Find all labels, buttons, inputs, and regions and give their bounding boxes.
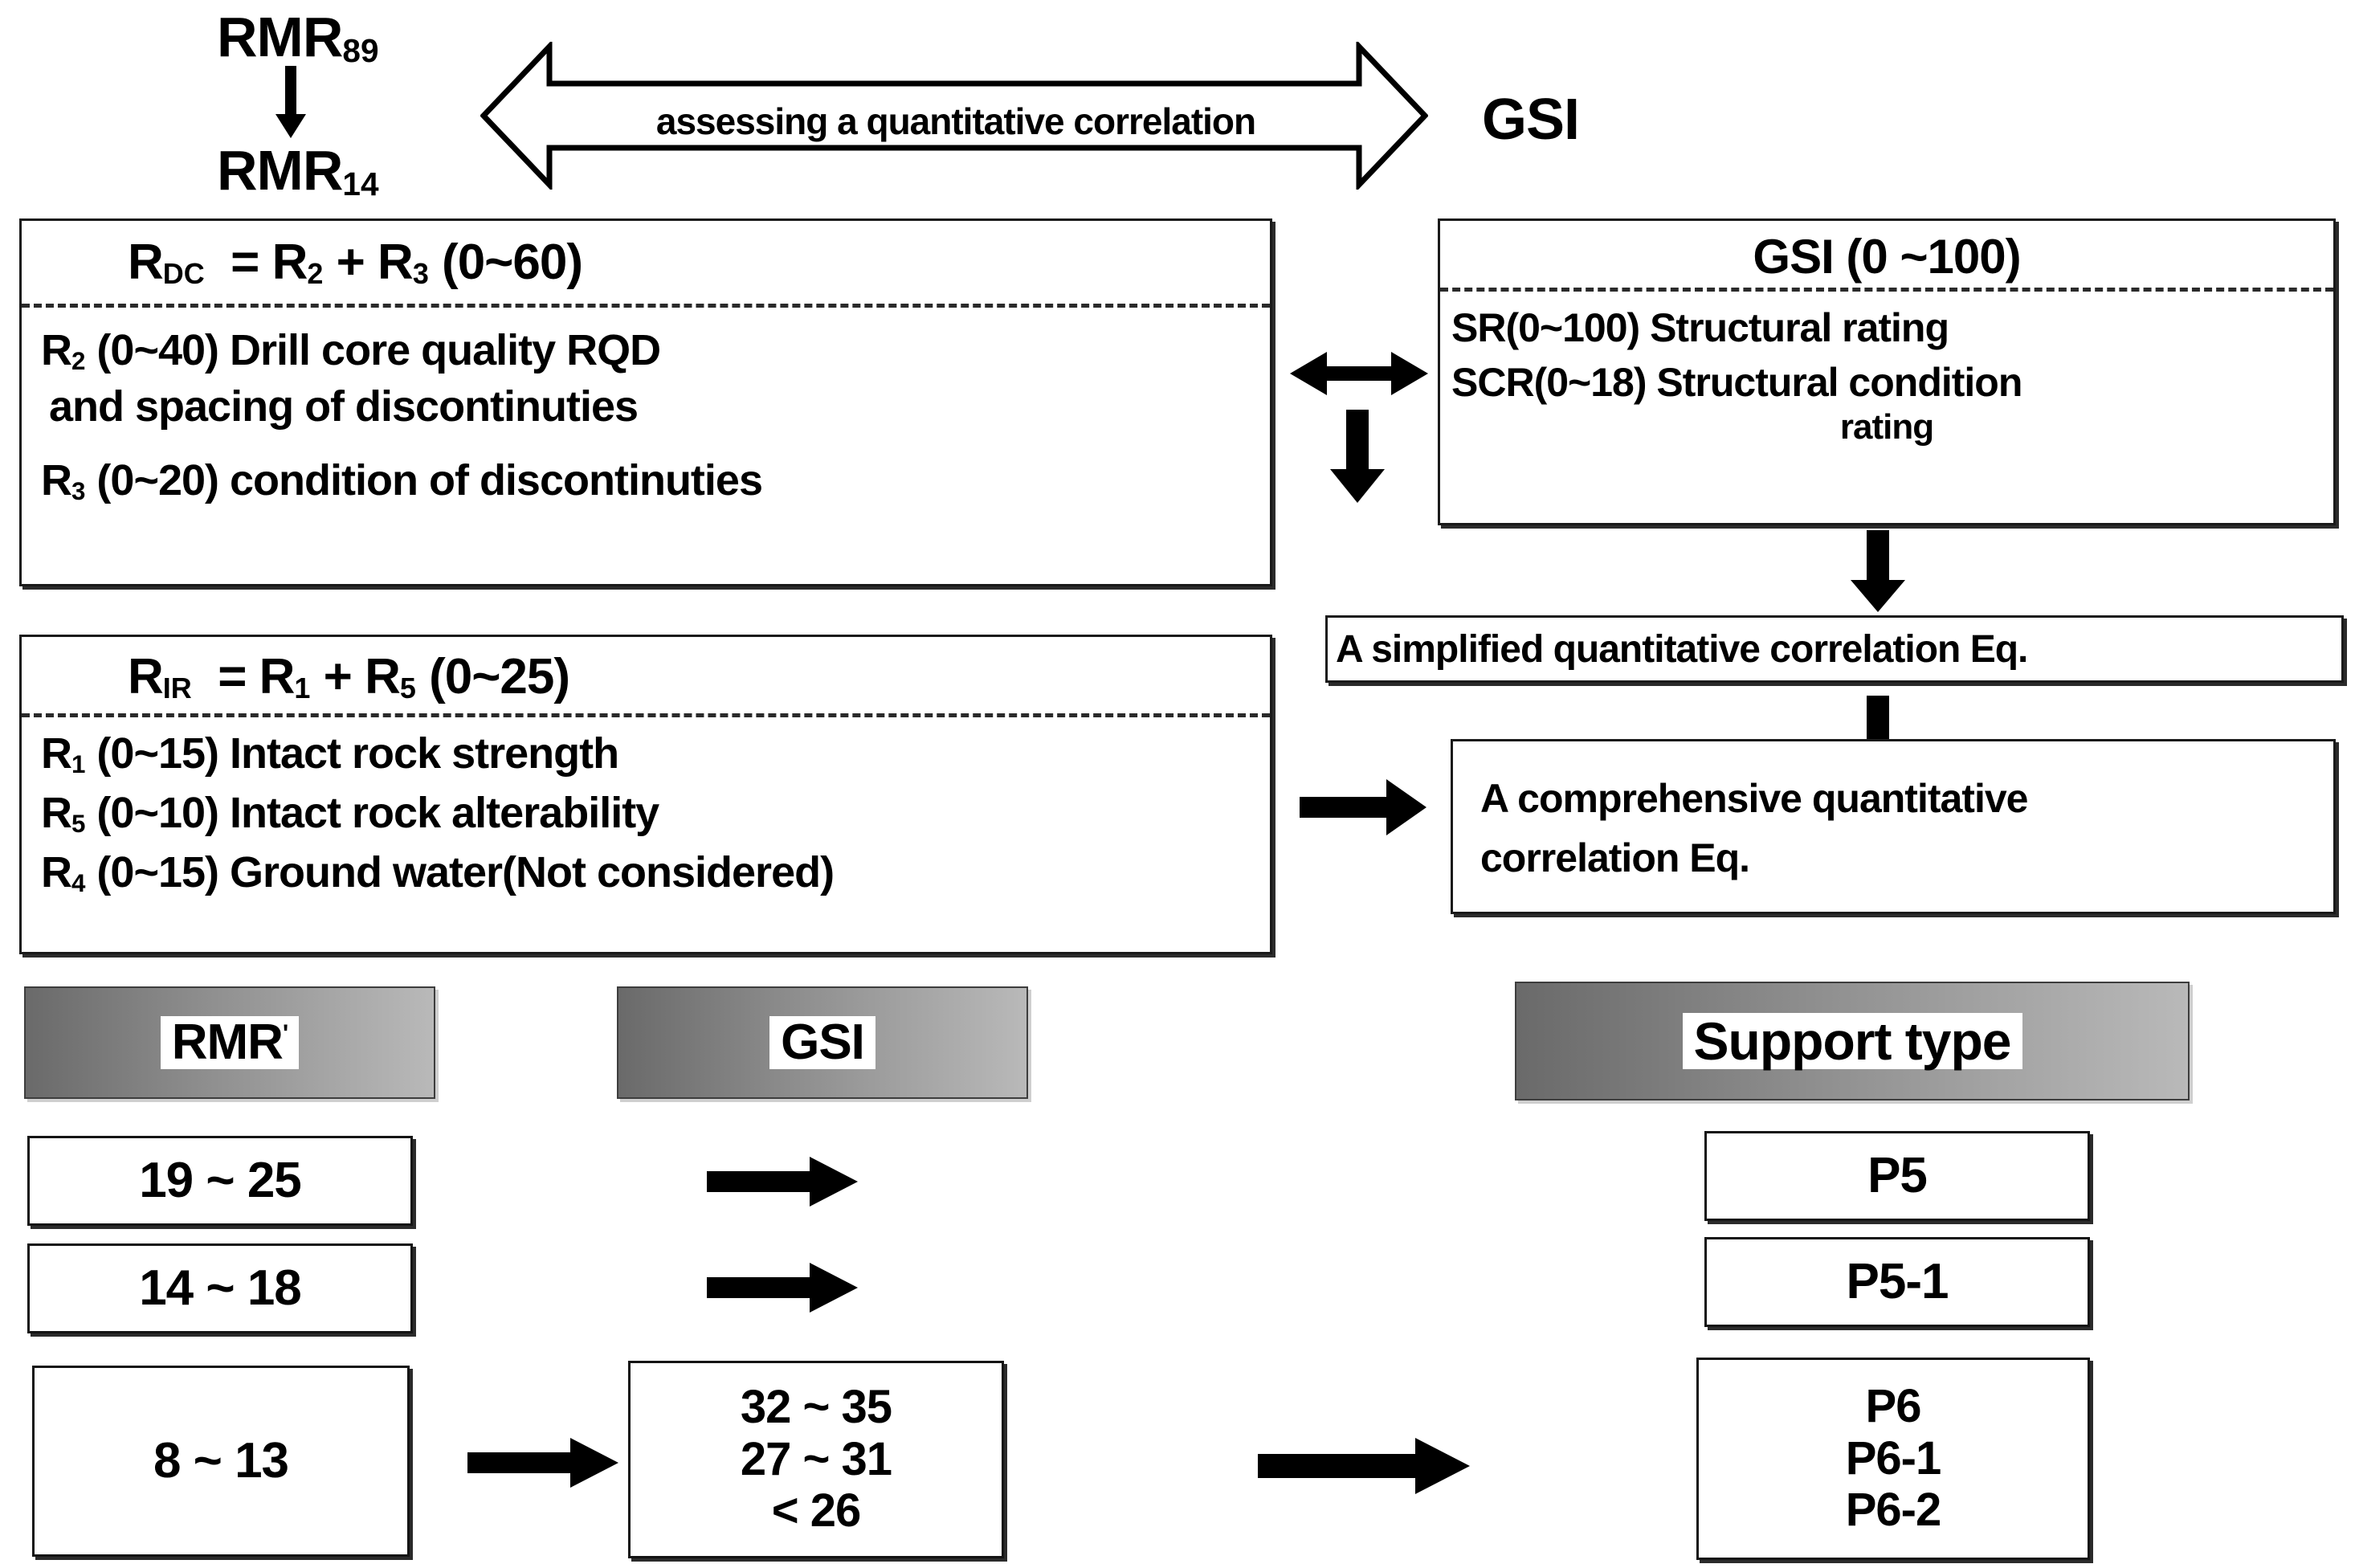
support-value-3b: P6-1 bbox=[1845, 1431, 1942, 1484]
rdc-line-1: R2 (0~40) Drill core quality RQD bbox=[41, 326, 661, 375]
comprehensive-equation-line-2: correlation Eq. bbox=[1480, 835, 1750, 880]
header-bar-rmr: RMR' bbox=[24, 986, 435, 1099]
header-chip-gsi: GSI bbox=[769, 1016, 875, 1069]
header-bar-gsi: GSI bbox=[617, 986, 1028, 1099]
rir-line-2: R5 (0~10) Intact rock alterability bbox=[41, 789, 659, 838]
gsi-to-simplified-down-arrow-icon bbox=[1847, 530, 1908, 614]
support-value-2: P5-1 bbox=[1846, 1254, 1949, 1310]
row3-gsi-to-support-arrow-icon bbox=[1258, 1438, 1471, 1494]
rir-panel-title: RIR = R1 + R5 (0~25) bbox=[128, 649, 570, 705]
rmr14-base: RMR bbox=[217, 139, 343, 202]
gsi-panel: GSI (0 ~100) SR(0~100) Structural rating… bbox=[1438, 218, 2336, 525]
rmr14-subscript: 14 bbox=[342, 165, 379, 203]
support-value-3a: P6 bbox=[1865, 1379, 1922, 1432]
rmr-range-box-1: 19 ~ 25 bbox=[27, 1136, 413, 1226]
rmr-down-arrow-icon bbox=[271, 66, 311, 140]
simplified-equation-box: A simplified quantitative correlation Eq… bbox=[1325, 615, 2344, 683]
rdc-divider bbox=[22, 304, 1270, 308]
rdc-line-2: and spacing of discontinuties bbox=[49, 382, 639, 431]
gsi-line-3: rating bbox=[1839, 407, 1934, 447]
gsi-branch-down-arrow-icon bbox=[1327, 410, 1388, 504]
rdc-panel-title: RDC = R2 + R3 (0~60) bbox=[128, 235, 583, 291]
rdc-gsi-bidirectional-arrow-icon bbox=[1290, 345, 1428, 402]
simplified-equation-text: A simplified quantitative correlation Eq… bbox=[1336, 627, 2028, 671]
header-chip-support-type: Support type bbox=[1682, 1013, 2022, 1069]
gsi-top-label: GSI bbox=[1482, 88, 1580, 152]
rmr-range-value-3: 8 ~ 13 bbox=[153, 1433, 289, 1489]
rir-to-comprehensive-arrow-icon bbox=[1300, 778, 1428, 837]
rir-line-3: R4 (0~15) Ground water(Not considered) bbox=[41, 848, 835, 897]
support-value-3c: P6-2 bbox=[1845, 1484, 1942, 1537]
correlation-arrow-label: assessing a quantitative correlation bbox=[655, 100, 1256, 142]
support-box-3: P6 P6-1 P6-2 bbox=[1696, 1358, 2090, 1560]
comprehensive-equation-line-1: A comprehensive quantitative bbox=[1480, 776, 2028, 821]
rmr89-base: RMR bbox=[217, 6, 343, 68]
comprehensive-equation-box: A comprehensive quantitative correlation… bbox=[1451, 739, 2336, 914]
row3-rmr-to-gsi-arrow-icon bbox=[467, 1438, 620, 1488]
rdc-panel: RDC = R2 + R3 (0~60) R2 (0~40) Drill cor… bbox=[19, 218, 1272, 586]
gsi-range-box-3: 32 ~ 35 27 ~ 31 < 26 bbox=[628, 1361, 1004, 1558]
row2-arrow-icon bbox=[707, 1263, 859, 1313]
gsi-panel-title: GSI (0 ~100) bbox=[1753, 230, 2021, 284]
header-bar-support-type: Support type bbox=[1515, 982, 2190, 1100]
rir-panel: RIR = R1 + R5 (0~25) R1 (0~15) Intact ro… bbox=[19, 635, 1272, 954]
rmr89-label: RMR89 bbox=[217, 5, 379, 69]
rmr-range-value-2: 14 ~ 18 bbox=[139, 1260, 302, 1317]
support-box-1: P5 bbox=[1704, 1131, 2090, 1221]
rmr14-label: RMR14 bbox=[217, 138, 379, 202]
support-box-2: P5-1 bbox=[1704, 1237, 2090, 1327]
header-chip-rmr: RMR' bbox=[160, 1016, 300, 1069]
gsi-line-1: SR(0~100) Structural rating bbox=[1451, 305, 1949, 350]
rmr-range-box-2: 14 ~ 18 bbox=[27, 1243, 413, 1333]
row1-arrow-icon bbox=[707, 1157, 859, 1207]
gsi-range-value-3b: 27 ~ 31 bbox=[740, 1432, 892, 1485]
rmr-range-value-1: 19 ~ 25 bbox=[139, 1153, 302, 1209]
rmr-range-box-3: 8 ~ 13 bbox=[32, 1366, 410, 1557]
bidirectional-correlation-arrow-icon bbox=[480, 42, 1428, 190]
support-value-1: P5 bbox=[1867, 1148, 1928, 1204]
gsi-line-2: SCR(0~18) Structural condition bbox=[1451, 360, 2022, 405]
rir-divider bbox=[22, 713, 1270, 717]
rmr89-subscript: 89 bbox=[342, 32, 379, 70]
gsi-divider bbox=[1440, 288, 2333, 292]
gsi-range-value-3a: 32 ~ 35 bbox=[740, 1380, 892, 1433]
rdc-line-3: R3 (0~20) condition of discontinuties bbox=[41, 456, 763, 505]
gsi-range-value-3c: < 26 bbox=[771, 1484, 861, 1537]
rir-line-1: R1 (0~15) Intact rock strength bbox=[41, 729, 619, 778]
